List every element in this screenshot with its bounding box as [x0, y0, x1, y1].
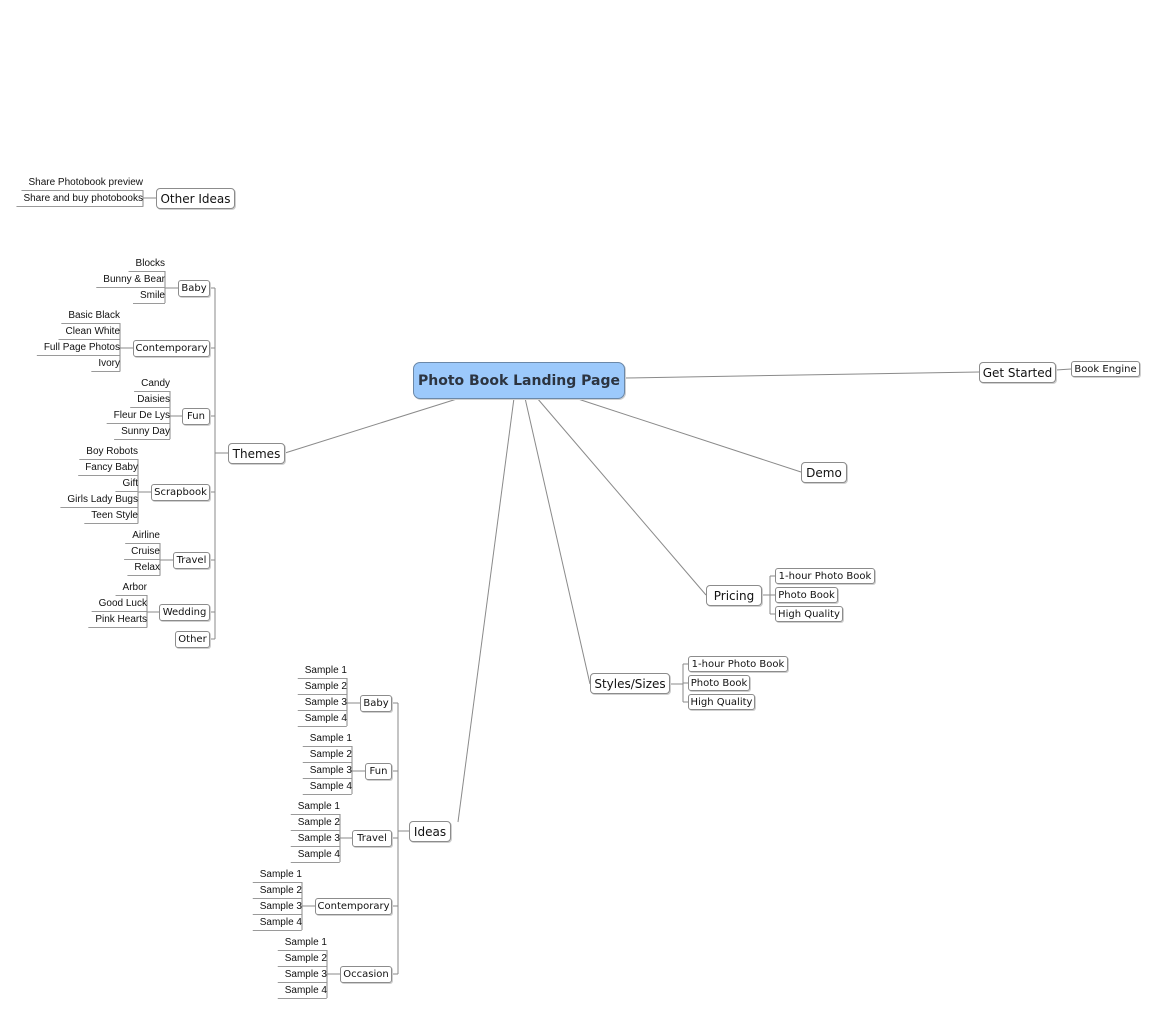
subtopic-pricing[interactable]: High Quality	[775, 606, 843, 622]
leaf-topic[interactable]: Fancy Baby	[78, 462, 138, 476]
leaf-topic[interactable]: Sample 3	[297, 697, 347, 711]
connector-demo	[574, 397, 802, 473]
leaf-topic[interactable]: Sample 1	[252, 869, 302, 883]
subtopic-theme-other[interactable]: Other	[175, 631, 210, 648]
leaf-topic[interactable]: Fleur De Lys	[106, 410, 170, 424]
subtopic-idea-occasion[interactable]: Occasion	[340, 966, 392, 983]
leaf-topic[interactable]: Sample 1	[297, 665, 347, 679]
leaf-topic[interactable]: Airline	[125, 530, 160, 544]
leaf-topic[interactable]: Girls Lady Bugs	[60, 494, 138, 508]
connector-pricing	[536, 397, 707, 596]
leaf-topic[interactable]: Gift	[115, 478, 138, 492]
leaf-topic[interactable]: Bunny & Bear	[96, 274, 165, 288]
leaf-topic[interactable]: Sample 3	[277, 969, 327, 983]
leaf-topic[interactable]: Sample 4	[277, 985, 327, 999]
subtopic-idea-travel[interactable]: Travel	[352, 830, 392, 847]
subtopic-idea-baby[interactable]: Baby	[360, 695, 392, 712]
topic-themes[interactable]: Themes	[228, 443, 285, 464]
leaf-topic[interactable]: Sample 4	[297, 713, 347, 727]
subtopic-styles_sizes[interactable]: Photo Book	[688, 675, 750, 691]
subtopic-styles_sizes[interactable]: 1-hour Photo Book	[688, 656, 788, 672]
leaf-topic[interactable]: Share and buy photobooks	[16, 193, 143, 207]
leaf-topic[interactable]: Ivory	[91, 358, 120, 372]
leaf-topic[interactable]: Sample 1	[277, 937, 327, 951]
connector-styles	[524, 397, 591, 685]
topic-get-started[interactable]: Get Started	[979, 362, 1056, 383]
leaf-topic[interactable]: Sample 3	[252, 901, 302, 915]
leaf-topic[interactable]: Relax	[127, 562, 160, 576]
leaf-topic[interactable]: Sample 2	[302, 749, 352, 763]
topic-styles-sizes[interactable]: Styles/Sizes	[590, 673, 670, 694]
leaf-topic[interactable]: Cruise	[124, 546, 160, 560]
leaf-topic[interactable]: Clean White	[58, 326, 120, 340]
subtopic-theme-contemporary[interactable]: Contemporary	[133, 340, 210, 357]
leaf-topic[interactable]: Basic Black	[61, 310, 120, 324]
subtopic-idea-contemporary[interactable]: Contemporary	[315, 898, 392, 915]
subtopic-styles_sizes[interactable]: High Quality	[688, 694, 755, 710]
subtopic-theme-scrapbook[interactable]: Scrapbook	[151, 484, 210, 501]
connector-book-engine	[1055, 368, 1072, 371]
leaf-topic[interactable]: Sample 4	[290, 849, 340, 863]
leaf-topic[interactable]: Sample 3	[290, 833, 340, 847]
leaf-topic[interactable]: Pink Hearts	[88, 614, 147, 628]
central-topic[interactable]: Photo Book Landing Page	[413, 362, 625, 399]
subtopic-theme-baby[interactable]: Baby	[178, 280, 210, 297]
leaf-topic[interactable]: Sample 4	[252, 917, 302, 931]
connector-themes	[284, 397, 461, 454]
leaf-topic[interactable]: Sample 2	[277, 953, 327, 967]
leaf-topic[interactable]: Smile	[132, 290, 165, 304]
topic-other-ideas[interactable]: Other Ideas	[156, 188, 235, 209]
subtopic-pricing[interactable]: Photo Book	[775, 587, 838, 603]
leaf-topic[interactable]: Full Page Photos	[36, 342, 120, 356]
leaf-topic[interactable]: Good Luck	[91, 598, 147, 612]
subtopic-idea-fun[interactable]: Fun	[365, 763, 392, 780]
leaf-topic[interactable]: Daisies	[130, 394, 170, 408]
topic-pricing[interactable]: Pricing	[706, 585, 762, 606]
subtopic-pricing[interactable]: 1-hour Photo Book	[775, 568, 875, 584]
leaf-topic[interactable]: Arbor	[115, 582, 147, 596]
leaf-topic[interactable]: Sample 2	[297, 681, 347, 695]
leaf-topic[interactable]: Teen Style	[84, 510, 138, 524]
leaf-topic[interactable]: Sample 2	[252, 885, 302, 899]
leaf-topic[interactable]: Sample 1	[302, 733, 352, 747]
leaf-topic[interactable]: Sample 3	[302, 765, 352, 779]
leaf-topic[interactable]: Sunny Day	[114, 426, 170, 440]
subtopic-theme-travel[interactable]: Travel	[173, 552, 210, 569]
leaf-topic[interactable]: Sample 4	[302, 781, 352, 795]
leaf-topic[interactable]: Candy	[134, 378, 170, 392]
leaf-topic[interactable]: Blocks	[128, 258, 165, 272]
connector-get-started	[624, 371, 980, 379]
leaf-topic[interactable]: Share Photobook preview	[21, 177, 143, 191]
topic-ideas[interactable]: Ideas	[409, 821, 451, 842]
leaf-topic[interactable]: Sample 2	[290, 817, 340, 831]
connector-ideas	[457, 397, 515, 823]
leaf-topic[interactable]: Boy Robots	[79, 446, 138, 460]
subtopic-theme-fun[interactable]: Fun	[182, 408, 210, 425]
subtopic-book-engine[interactable]: Book Engine	[1071, 361, 1140, 377]
leaf-topic[interactable]: Sample 1	[290, 801, 340, 815]
subtopic-theme-wedding[interactable]: Wedding	[159, 604, 210, 621]
topic-demo[interactable]: Demo	[801, 462, 847, 483]
